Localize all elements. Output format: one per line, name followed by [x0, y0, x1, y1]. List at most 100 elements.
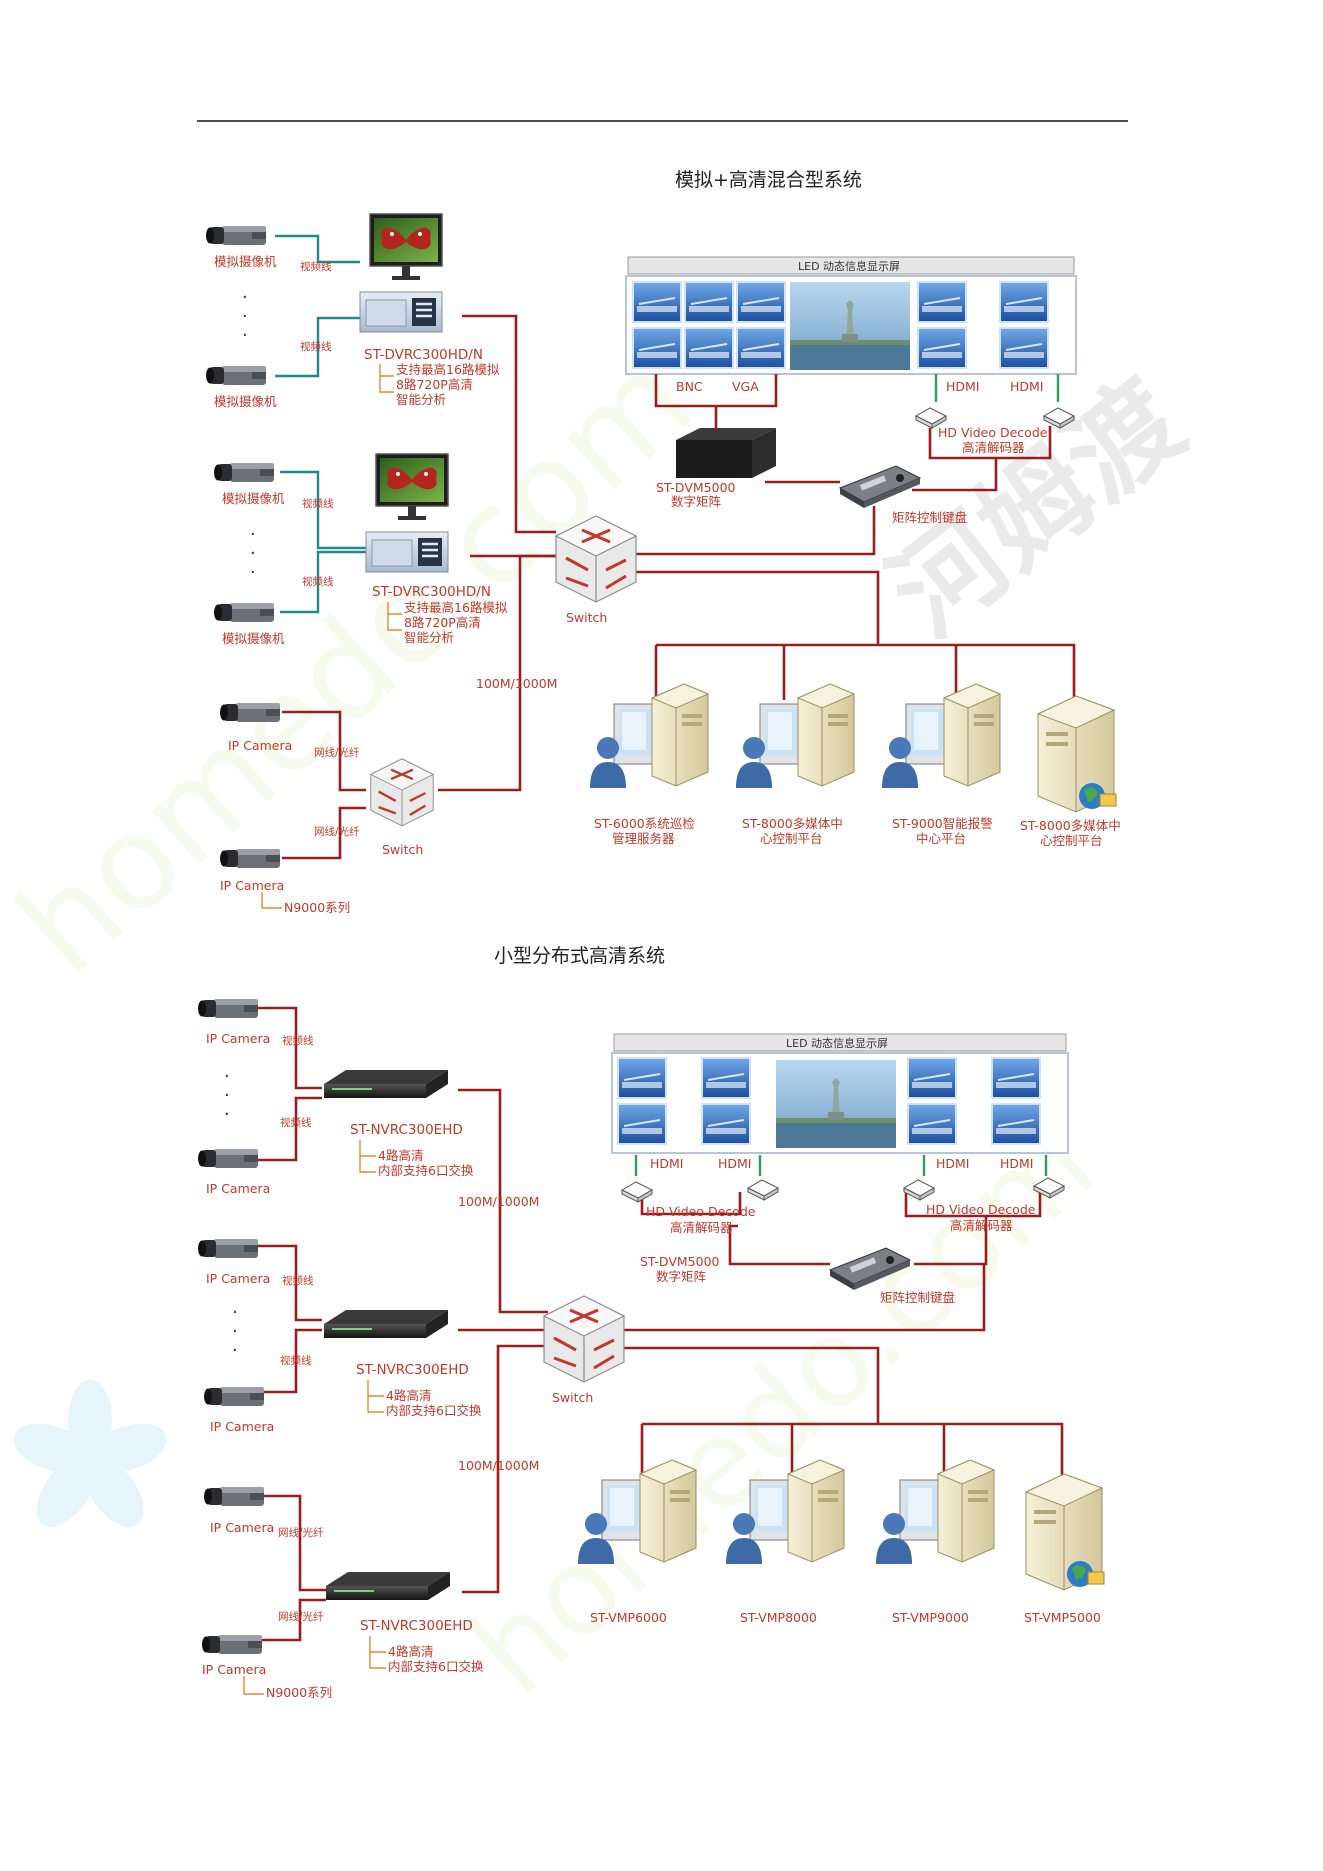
client-label: ST-VMP5000	[1024, 1610, 1101, 1625]
spec-bracket	[367, 1380, 384, 1413]
matrix-name: ST-DVM5000	[656, 480, 736, 495]
video-cable-label: 视频线	[300, 340, 332, 353]
dvr-spec: 支持最高16路模拟	[404, 600, 508, 615]
series-label: N9000系列	[266, 1685, 332, 1700]
ellipsis-dot: ·	[232, 1340, 238, 1361]
top-wiring	[275, 234, 1076, 860]
dvr-spec: 智能分析	[396, 392, 446, 407]
client-workstation	[735, 683, 855, 789]
analog-camera-label: 模拟摄像机	[214, 394, 277, 409]
ip-camera	[198, 1239, 258, 1258]
ellipsis-dot: ·	[224, 1066, 230, 1087]
client-label: ST-VMP6000	[590, 1610, 667, 1625]
nvr-spec: 4路高清	[386, 1388, 431, 1403]
client-label: 中心平台	[916, 831, 966, 846]
bottom-wiring	[258, 1006, 1064, 1642]
ellipsis-dot: ·	[224, 1085, 230, 1106]
ellipsis-dot: ·	[250, 524, 256, 545]
matrix-name: ST-DVM5000	[640, 1254, 720, 1269]
dvr-spec: 智能分析	[404, 630, 454, 645]
network-cable-label: 网线/光纤	[278, 1610, 324, 1623]
client-label: 心控制平台	[1040, 833, 1103, 848]
dvr-monitor	[369, 213, 443, 281]
client-label: ST-9000智能报警	[892, 816, 993, 831]
ellipsis-dot: ·	[232, 1321, 238, 1342]
hdmi-port-label: HDMI	[650, 1156, 684, 1171]
client-label: ST-8000多媒体中	[742, 816, 843, 831]
switch-label: Switch	[566, 610, 607, 625]
ellipsis-dot: ·	[232, 1302, 238, 1323]
decoder-label: HD Video Decode	[926, 1202, 1036, 1217]
spec-bracket	[379, 364, 394, 393]
decoder-label: 高清解码器	[950, 1218, 1013, 1233]
server-workstation	[1025, 1473, 1105, 1591]
dvr-spec: 支持最高16路模拟	[396, 362, 500, 377]
ip-camera-label: IP Camera	[202, 1662, 266, 1677]
hdmi-port-label: HDMI	[718, 1156, 752, 1171]
decoder-label: HD Video Decode	[646, 1204, 756, 1219]
client-workstation	[881, 683, 1001, 789]
nvr-device	[326, 1572, 450, 1600]
server-workstation	[1037, 695, 1117, 813]
ip-camera-label: IP Camera	[206, 1031, 270, 1046]
dvr-name: ST-DVRC300HD/N	[372, 584, 491, 600]
ellipsis-dot: ·	[250, 543, 256, 564]
ip-camera	[204, 1387, 264, 1406]
hdmi-port-label: HDMI	[936, 1156, 970, 1171]
client-workstation	[589, 683, 709, 789]
video-cable-label: 视频线	[302, 497, 334, 510]
ellipsis-dot: ·	[224, 1104, 230, 1125]
led-display-wall: LED 动态信息显示屏	[611, 1033, 1069, 1154]
video-cable-label: 视频线	[302, 575, 334, 588]
keyboard-label: 矩阵控制键盘	[880, 1290, 955, 1305]
ellipsis-dot: ·	[242, 325, 248, 346]
dvr-device	[364, 530, 450, 574]
ip-camera-label: IP Camera	[210, 1419, 274, 1434]
network-cable-label: 网线/光纤	[278, 1526, 324, 1539]
analog-camera	[206, 226, 266, 245]
nvr-device	[324, 1310, 448, 1338]
speed-label: 100M/1000M	[458, 1458, 539, 1473]
client-label: 管理服务器	[612, 831, 675, 846]
client-workstation	[875, 1459, 995, 1565]
decoder-label: 高清解码器	[670, 1220, 733, 1235]
series-label: N9000系列	[284, 900, 350, 915]
dvr-name: ST-DVRC300HD/N	[364, 347, 483, 363]
decoder-device	[747, 1179, 779, 1201]
watermark-brand-text: 河姆渡	[867, 356, 1206, 660]
spec-bracket	[359, 1140, 376, 1173]
network-cable-label: 网线/光纤	[314, 825, 360, 838]
ip-camera	[220, 849, 280, 868]
decoder-label: HD Video Decode	[938, 425, 1048, 440]
speed-label: 100M/1000M	[458, 1194, 539, 1209]
led-display-wall: LED 动态信息显示屏	[625, 256, 1077, 375]
keyboard-label: 矩阵控制键盘	[892, 510, 967, 525]
analog-camera-label: 模拟摄像机	[222, 491, 285, 506]
ellipsis-dot: ·	[250, 562, 256, 583]
client-label: ST-6000系统巡检	[594, 816, 695, 831]
hdmi-port-label: HDMI	[1010, 379, 1044, 394]
video-cable-label: 视频线	[280, 1354, 312, 1367]
watermark-site-text: homedo.com	[446, 1095, 1120, 1722]
speed-label: 100M/1000M	[476, 676, 557, 691]
nvr-name: ST-NVRC300EHD	[360, 1618, 473, 1634]
vga-port-label: VGA	[732, 379, 759, 394]
client-label: ST-VMP9000	[892, 1610, 969, 1625]
nvr-name: ST-NVRC300EHD	[350, 1122, 463, 1138]
ip-camera	[202, 1635, 262, 1654]
analog-camera	[214, 463, 274, 482]
ellipsis-dot: ·	[242, 306, 248, 327]
led-wall-label: LED 动态信息显示屏	[786, 1036, 888, 1050]
client-label: 心控制平台	[760, 831, 823, 846]
video-cable-label: 视频线	[300, 260, 332, 273]
matrix-keyboard	[839, 465, 921, 509]
matrix-name: 数字矩阵	[656, 1269, 707, 1284]
network-cable-label: 网线/光纤	[314, 746, 360, 759]
switch-label: Switch	[382, 842, 423, 857]
spec-bracket	[387, 602, 402, 631]
analog-camera-label: 模拟摄像机	[214, 254, 277, 269]
bottom-section-title: 小型分布式高清系统	[494, 945, 665, 967]
top-section-title: 模拟+高清混合型系统	[675, 169, 862, 191]
decoder-device	[621, 1181, 653, 1203]
